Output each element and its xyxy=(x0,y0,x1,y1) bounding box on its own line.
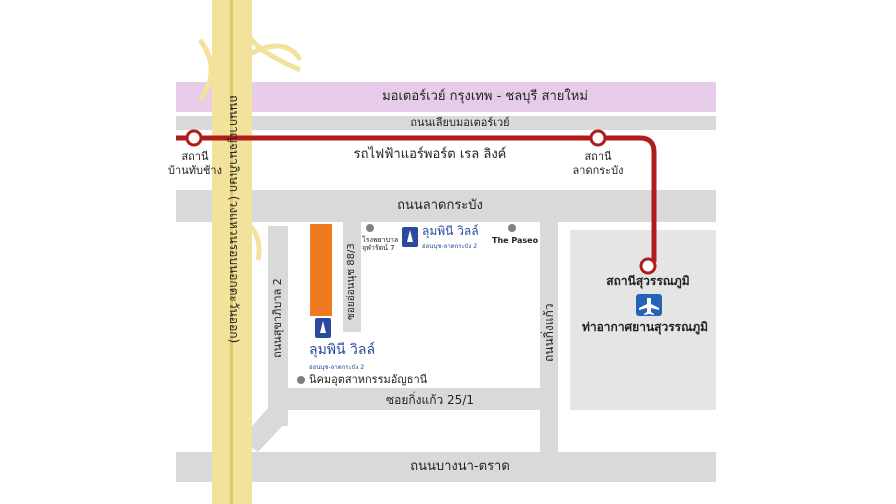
project-building xyxy=(310,224,332,316)
station-lat-krabang-label: สถานี ลาดกระบัง xyxy=(563,150,633,178)
project-name-top: ลุมพินี วิลล์ xyxy=(422,224,479,238)
king-kaew-label: ถนนกิ่งแก้ว xyxy=(542,303,556,362)
project-name-bottom: ลุมพินี วิลล์ xyxy=(309,342,376,358)
soi-onnut-label: ซอยอ่อนนุช 88/3 xyxy=(346,243,357,320)
paseo-label: The Paseo xyxy=(492,236,539,245)
sukhapiban2-label: ถนนสุขาภิบาล 2 xyxy=(271,278,284,358)
industrial-dot xyxy=(297,376,305,384)
bangna-trad-road xyxy=(176,452,716,482)
motorway-band xyxy=(176,82,716,112)
hospital-line2: จุฬารัตน์ 7 xyxy=(362,244,395,252)
hospital-line1: โรงพยาบาล xyxy=(362,236,399,244)
soi-king-kaew-road xyxy=(268,388,558,410)
project-tagline-top: อ่อนนุช-ลาดกระบัง 2 xyxy=(422,243,478,250)
hospital-label: โรงพยาบาล จุฬารัตน์ 7 xyxy=(362,236,398,252)
frontage-road xyxy=(176,116,716,130)
project-logo-bottom: ลุมพินี วิลล์ อ่อนนุช-ลาดกระบัง 2 xyxy=(309,318,375,372)
airplane-icon xyxy=(636,294,662,316)
airport-label: ท่าอากาศยานสุวรรณภูมิ xyxy=(581,320,709,334)
station-ban-thap-chang-line1: สถานี xyxy=(181,150,209,163)
kanchana-label: ถนนกาญจนาภิเษก (วงแหวนรอบนอกตะวันออก) xyxy=(227,95,241,344)
rail-label: รถไฟฟ้าแอร์พอร์ต เรล ลิงค์ xyxy=(353,147,507,162)
project-tagline-bottom: อ่อนนุช-ลาดกระบัง 2 xyxy=(309,364,365,371)
paseo-dot xyxy=(508,224,516,232)
soi-onnut-road xyxy=(343,222,361,332)
rail-line xyxy=(176,135,657,262)
sukhapiban2-road xyxy=(268,226,288,426)
motorway-label: มอเตอร์เวย์ กรุงเทพ - ชลบุรี สายใหม่ xyxy=(382,89,588,104)
station-suvarnabhumi-label: สถานีสุวรรณภูมิ xyxy=(606,274,690,288)
station-lat-krabang[interactable] xyxy=(589,129,607,147)
industrial-label: นิคมอุตสาหกรรมอัญธานี xyxy=(309,373,428,386)
station-lat-krabang-line1: สถานี xyxy=(584,150,612,163)
project-logo-top: ลุมพินี วิลล์ อ่อนนุช-ลาดกระบัง 2 xyxy=(402,222,479,251)
station-ban-thap-chang[interactable] xyxy=(185,129,203,147)
bangna-trad-label: ถนนบางนา-ตราด xyxy=(410,459,510,474)
lat-krabang-road xyxy=(176,190,716,222)
lumpini-logo-icon xyxy=(402,226,418,247)
lat-krabang-label: ถนนลาดกระบัง xyxy=(397,198,483,213)
kanchana-median xyxy=(230,0,233,504)
station-ban-thap-chang-label: สถานี บ้านทับช้าง xyxy=(155,150,235,178)
hospital-dot xyxy=(366,224,374,232)
lumpini-logo-icon-bottom xyxy=(315,318,331,338)
station-suvarnabhumi[interactable] xyxy=(639,257,657,275)
frontage-label: ถนนเลียบมอเตอร์เวย์ xyxy=(410,116,510,129)
station-ban-thap-chang-line2: บ้านทับช้าง xyxy=(168,164,222,177)
soi-king-kaew-label: ซอยกิ่งแก้ว 25/1 xyxy=(385,393,474,407)
station-lat-krabang-line2: ลาดกระบัง xyxy=(572,164,624,177)
